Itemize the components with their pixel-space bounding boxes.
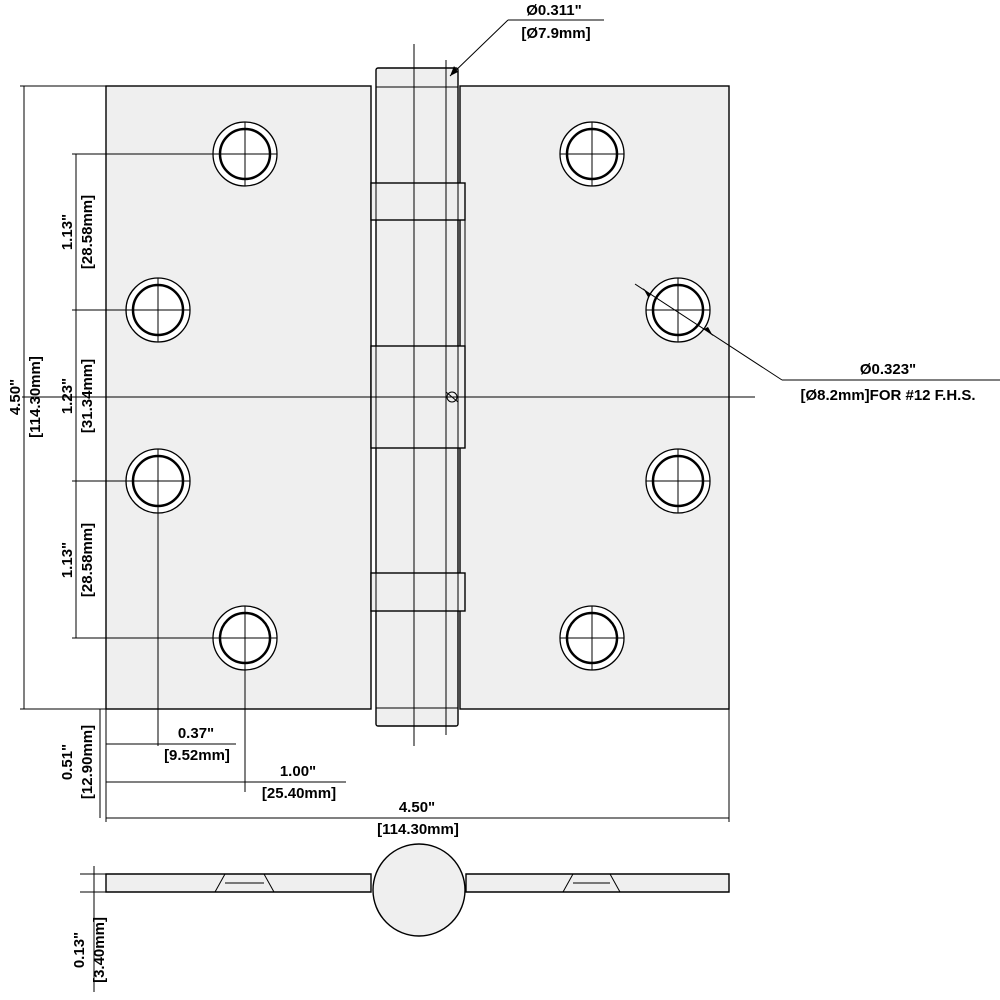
inner-offset-in: 0.37" bbox=[178, 725, 214, 742]
bottom-offset-mm: [12.90mm] bbox=[79, 725, 96, 799]
outer-offset-mm: [25.40mm] bbox=[262, 785, 336, 802]
thickness-in: 0.13" bbox=[71, 932, 88, 968]
width-total-mm: [114.30mm] bbox=[377, 821, 459, 838]
left-dimension-lines bbox=[20, 85, 213, 818]
spacing-top-in: 1.13" bbox=[59, 214, 76, 250]
height-total-mm: [114.30mm] bbox=[27, 356, 44, 438]
spacing-bottom-mm: [28.58mm] bbox=[79, 523, 96, 597]
spacing-middle-in: 1.23" bbox=[59, 378, 76, 414]
side-profile-view bbox=[105, 843, 730, 937]
hole-diameter-in: Ø0.323" bbox=[860, 361, 916, 378]
height-total-in: 4.50" bbox=[7, 379, 24, 415]
width-total-in: 4.50" bbox=[399, 799, 435, 816]
hole-diameter-mm: [Ø8.2mm]FOR #12 F.H.S. bbox=[800, 387, 975, 404]
screw-holes bbox=[125, 121, 711, 671]
hole-diameter-leader bbox=[634, 283, 1000, 381]
spacing-bottom-in: 1.13" bbox=[59, 542, 76, 578]
pin-diameter-leader bbox=[449, 19, 604, 77]
pin-diameter-in: Ø0.311" bbox=[526, 2, 582, 19]
hole-centerlines bbox=[22, 122, 755, 792]
spacing-middle-mm: [31.34mm] bbox=[79, 359, 96, 433]
hinge-knuckle bbox=[370, 44, 466, 746]
thickness-mm: [3.40mm] bbox=[91, 917, 108, 983]
thickness-dimension-lines bbox=[80, 866, 106, 992]
bottom-offset-in: 0.51" bbox=[59, 744, 76, 780]
bottom-dimension-lines bbox=[105, 709, 730, 822]
inner-offset-mm: [9.52mm] bbox=[164, 747, 230, 764]
spacing-top-mm: [28.58mm] bbox=[79, 195, 96, 269]
outer-offset-in: 1.00" bbox=[280, 763, 316, 780]
pin-diameter-mm: [Ø7.9mm] bbox=[521, 25, 590, 42]
